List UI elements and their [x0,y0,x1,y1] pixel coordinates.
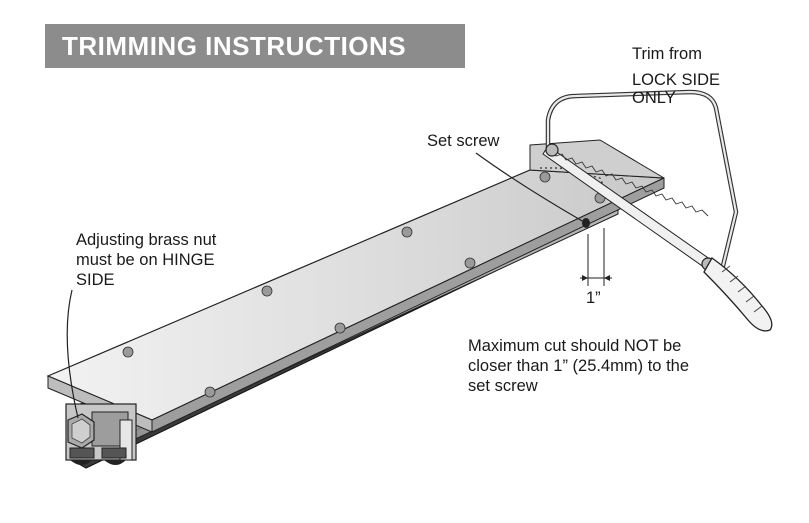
trim-line-1: Trim from [632,45,702,63]
brass-nut-leader [66,289,79,419]
brass-nut [67,413,95,449]
set-screw-leader [475,152,585,223]
trim-line-3: ONLY [632,89,676,107]
dimension-label: 1” [586,289,601,307]
trim-instruction-label: Trim from LOCK SIDE ONLY [632,44,720,108]
page-title: TRIMMING INSTRUCTIONS [62,31,407,61]
set-screw-label: Set screw [427,132,500,150]
max-cut-label: Maximum cut should NOT be closer than 1”… [468,336,689,396]
nut-line-1: Adjusting brass nut [76,231,217,249]
max-line-2: closer than 1” (25.4mm) to the [468,357,690,375]
set-screw [582,218,590,228]
nut-line-3: SIDE [76,271,115,289]
max-line-3: set screw [468,377,538,395]
max-line-1: Maximum cut should NOT be [468,337,682,355]
hacksaw [542,89,773,332]
dimension-marker [580,228,612,286]
trim-line-2: LOCK SIDE [632,71,721,89]
brass-nut-label: Adjusting brass nut must be on HINGE SID… [76,230,216,290]
nut-line-2: must be on HINGE [76,251,215,269]
title-banner [45,24,465,68]
